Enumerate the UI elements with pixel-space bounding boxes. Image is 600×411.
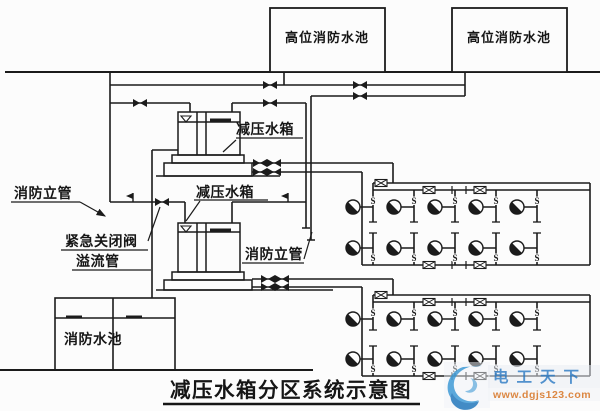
fire-hydrant-icon [509,240,537,256]
riser-valve-symbol: S [370,253,375,263]
riser-valve-symbol: S [452,308,457,318]
reducing-tank-1 [163,111,253,177]
watermark-brand: 电工天下 [493,367,587,386]
tank-1-label: 减压水箱 [236,121,294,137]
caption: 减压水箱分区系统示意图 [163,378,420,406]
reducing-tank-2 [163,222,253,291]
overflow-callout: 溢流管 [72,253,151,271]
high-level-pool-1: 高位消防水池 [269,7,386,73]
pool-1-label: 高位消防水池 [285,30,369,45]
valve-icon [374,290,388,300]
riser-valve-symbol: S [452,253,457,263]
high-level-pool-2: 高位消防水池 [451,7,568,73]
fire-riser-left-label: 消防立管 [14,185,72,201]
fire-hydrant-icon [427,311,455,327]
riser-valve-symbol: S [534,253,539,263]
gate-valve-icon [133,99,147,107]
valve-icon [473,260,487,270]
fire-hydrant-icon [468,240,496,256]
fire-riser-mid-label: 消防立管 [245,246,303,262]
riser-valve-symbol: S [493,308,498,318]
pool-2-label: 高位消防水池 [467,30,551,45]
flag-valve-icon [280,192,289,203]
fire-riser-pipe [302,96,315,241]
fire-riser-callout-left: 消防立管 [11,185,107,217]
riser-valve-symbol: S [452,196,457,206]
riser-valve-symbol: S [411,308,416,318]
gate-valve-icon [261,275,275,283]
fire-hydrant-icon [345,240,373,256]
gate-valve-icon [353,92,367,100]
fire-hydrant-icon [427,240,455,256]
fire-hydrant-icon [345,199,373,215]
valve-icon [473,297,487,307]
valve-icon [473,185,487,195]
leader-line [222,139,237,153]
overflow-pipe-line [151,149,178,298]
tank-1-callout: 减压水箱 [222,121,303,153]
riser-valve-symbol: S [534,196,539,206]
watermark: 电工天下 www.dgjs123.com [444,362,600,410]
riser-valve-symbol: S [370,308,375,318]
hydrant-grid-1: S S S S S S S S S S [345,178,591,270]
riser-valve-symbol: S [411,253,416,263]
fire-hydrant-icon [468,199,496,215]
fire-pool [54,297,176,371]
riser-valve-symbol: S [493,253,498,263]
fire-hydrant-icon [427,199,455,215]
fire-hydrant-icon [468,351,496,367]
leader-line [303,231,313,260]
fire-hydrant-icon [468,311,496,327]
riser-valve-symbol: S [370,196,375,206]
fire-riser-callout-mid: 消防立管 [242,231,313,264]
fire-hydrant-icon [386,311,414,327]
riser-valve-symbol: S [411,364,416,374]
check-valve-icon [267,159,281,167]
tank-2-callout: 减压水箱 [185,184,268,222]
valve-icon [422,260,436,270]
fire-hydrant-icon [509,351,537,367]
valve-icon [374,178,388,188]
gate-valve-icon [263,81,277,89]
valve-icon [422,297,436,307]
fire-hydrant-icon [427,351,455,367]
fire-pool-label: 消防水池 [64,331,122,347]
leader-line [79,201,107,217]
overflow-label: 溢流管 [76,253,120,269]
fire-hydrant-icon [509,199,537,215]
emergency-shutoff-valve-icon [155,198,169,206]
valve-icon [422,185,436,195]
diagram-title: 减压水箱分区系统示意图 [170,378,412,402]
riser-valve-symbol: S [493,196,498,206]
valve-icon [422,371,436,381]
riser-valve-symbol: S [534,308,539,318]
gate-valve-icon [253,168,267,176]
check-valve-icon [275,275,289,283]
fire-hydrant-icon [345,351,373,367]
riser-valve-symbol: S [370,364,375,374]
emergency-valve-callout: 紧急关闭阀 [61,206,161,251]
fire-hydrant-icon [386,351,414,367]
watermark-url: www.dgjs123.com [492,389,591,401]
leader-line [147,206,161,242]
water-level-icon [179,225,193,233]
fire-hydrant-icon [509,311,537,327]
leader-line [185,200,201,222]
flag-valve-icon [125,192,134,203]
fire-hydrant-icon [386,240,414,256]
check-valve-icon [267,168,281,176]
riser-valve-symbol: S [452,364,457,374]
emergency-valve-label: 紧急关闭阀 [65,233,138,249]
gate-valve-icon [263,99,277,107]
water-level-icon [179,115,193,123]
tank-2-label: 减压水箱 [196,184,254,200]
fire-hydrant-icon [345,311,373,327]
gate-valve-icon [253,159,267,167]
gate-valve-icon [353,81,367,89]
riser-valve-symbol: S [411,196,416,206]
watermark-logo-icon [447,365,482,410]
fire-hydrant-icon [386,199,414,215]
